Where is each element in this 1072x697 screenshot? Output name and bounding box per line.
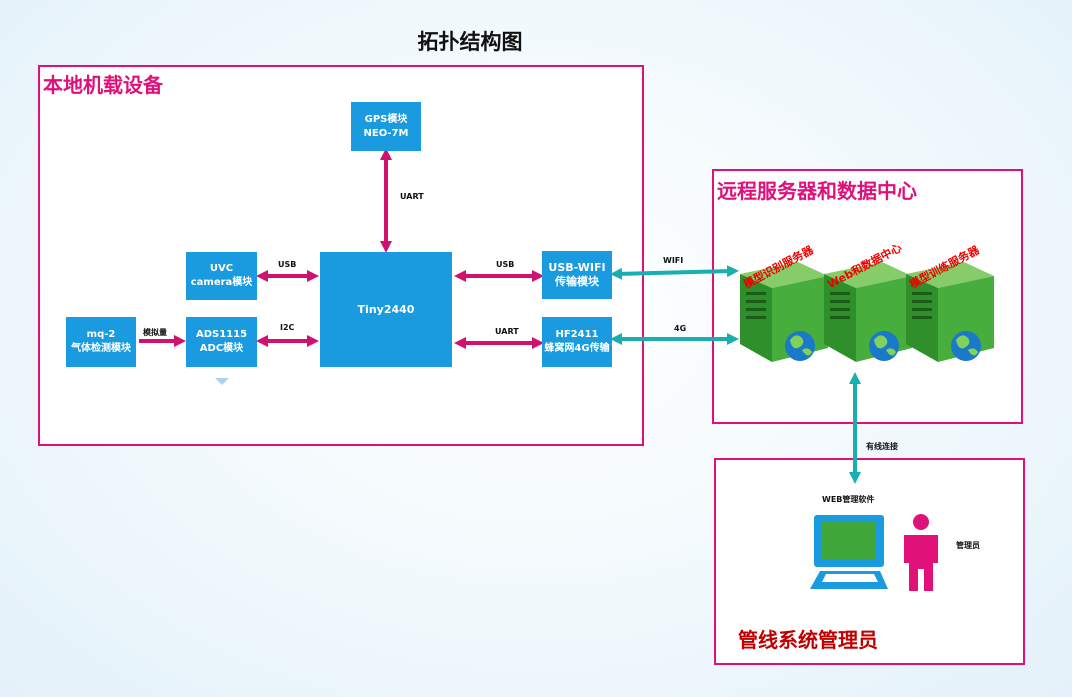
hf-module-desc: 蜂窝网4G传输: [544, 343, 610, 354]
i2c-label: I2C: [280, 323, 295, 332]
uart-hf-label: UART: [495, 327, 519, 336]
g4-label: 4G: [674, 324, 687, 333]
uart-gps-label: UART: [400, 192, 424, 201]
wired-link-label: 有线连接: [866, 442, 898, 451]
admin-person-label: 管理员: [956, 541, 980, 550]
ads-module-desc: ADC模块: [199, 343, 244, 354]
server-icon: [906, 262, 994, 362]
local-frame-title: 本地机载设备: [43, 73, 163, 97]
web-software-label: WEB管理软件: [822, 495, 875, 504]
ads-module-name: ADS1115: [195, 329, 248, 340]
mq2-gas-sensor-module: mq-2 气体检测模块: [66, 317, 136, 367]
analog-label: 模拟量: [143, 328, 167, 337]
remote-frame-title: 远程服务器和数据中心: [717, 179, 917, 203]
mq2-module-name: mq-2: [86, 329, 116, 340]
server-model-training: 模型训练服务器: [904, 236, 998, 368]
usbwifi-module-desc: 传输模块: [555, 275, 599, 288]
usb-wifi-label: USB: [496, 260, 515, 269]
uvc-camera-module: UVC camera模块: [186, 252, 257, 300]
usb-wifi-module: USB-WIFI 传输模块: [542, 251, 612, 299]
server-model-recognition: 模型识别服务器: [738, 236, 832, 368]
uvc-module-desc: camera模块: [190, 277, 253, 288]
hf2411-4g-module: HF2411 蜂窝网4G传输: [542, 317, 612, 367]
gps-module-name: GPS模块: [364, 113, 408, 125]
uvc-module-name: UVC: [209, 263, 234, 274]
gps-module: GPS模块 NEO-7M: [351, 102, 421, 151]
wifi-arrow: [610, 265, 739, 280]
gps-module-model: NEO-7M: [363, 127, 409, 139]
server-icon: [824, 262, 912, 362]
person-icon: [904, 514, 938, 591]
diagram-title: 拓扑结构图: [417, 30, 523, 54]
admin-frame: 管线系统管理员: [714, 458, 1025, 665]
mq2-module-desc: 气体检测模块: [71, 343, 131, 354]
hf-module-name: HF2411: [555, 329, 599, 340]
server-icon: [740, 262, 828, 362]
tiny2440-board: Tiny2440: [320, 252, 452, 367]
ads1115-adc-module: ADS1115 ADC模块: [186, 317, 257, 367]
usbwifi-module-name: USB-WIFI: [548, 261, 606, 274]
admin-frame-title: 管线系统管理员: [738, 628, 878, 652]
tiny2440-name: Tiny2440: [357, 302, 415, 316]
server-web-datacenter: Web和数据中心: [822, 236, 916, 368]
monitor-icon: [810, 515, 888, 589]
wifi-label: WIFI: [663, 256, 684, 265]
usb-uvc-label: USB: [278, 260, 297, 269]
